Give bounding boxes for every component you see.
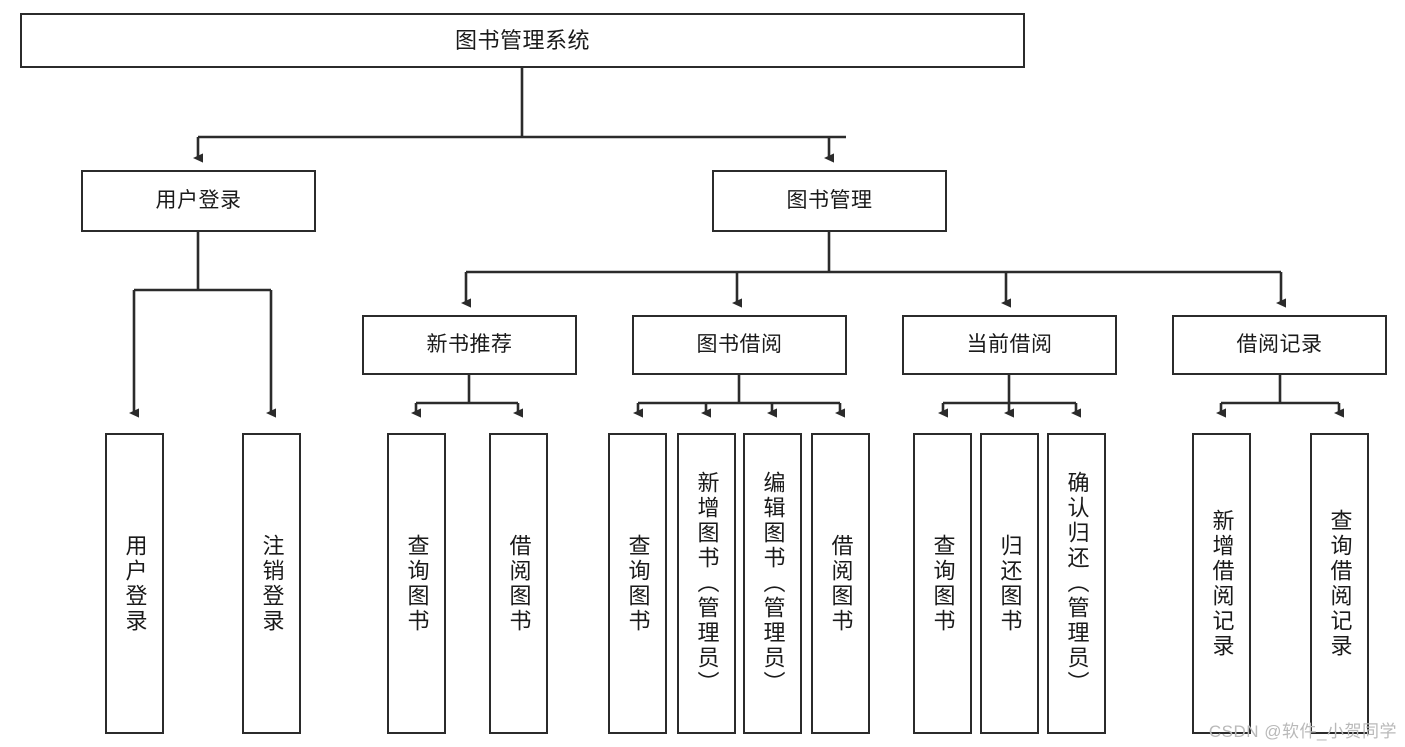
node-label: 新增借阅记录 (1209, 508, 1235, 659)
node-borrow-record[interactable]: 借阅记录 (1172, 315, 1387, 375)
node-label: 确认归还（管理员） (1064, 471, 1090, 696)
node-label: 图书管理 (786, 188, 873, 212)
node-label: 注销登录 (259, 533, 285, 634)
leaf-book-borrow-add-book-admin[interactable]: 新增图书（管理员） (677, 433, 736, 734)
node-label: 新增图书（管理员） (694, 471, 720, 696)
leaf-borrow-record-add-record[interactable]: 新增借阅记录 (1192, 433, 1251, 734)
leaf-current-borrow-confirm-return-admin[interactable]: 确认归还（管理员） (1047, 433, 1106, 734)
node-label: 查询图书 (404, 533, 430, 634)
node-book-borrow[interactable]: 图书借阅 (632, 315, 847, 375)
leaf-new-book-borrow-book[interactable]: 借阅图书 (489, 433, 548, 734)
leaf-current-borrow-query-book[interactable]: 查询图书 (913, 433, 972, 734)
node-label: 查询借阅记录 (1327, 508, 1353, 659)
node-user-login[interactable]: 用户登录 (81, 170, 316, 232)
node-label: 图书管理系统 (454, 27, 590, 53)
node-new-book-recommend[interactable]: 新书推荐 (362, 315, 577, 375)
leaf-borrow-record-query-record[interactable]: 查询借阅记录 (1310, 433, 1369, 734)
leaf-book-borrow-query-book[interactable]: 查询图书 (608, 433, 667, 734)
node-current-borrow[interactable]: 当前借阅 (902, 315, 1117, 375)
leaf-user-login-login[interactable]: 用户登录 (105, 433, 164, 734)
leaf-user-login-logout[interactable]: 注销登录 (242, 433, 301, 734)
node-label: 图书借阅 (696, 332, 783, 356)
node-label: 查询图书 (625, 533, 651, 634)
leaf-book-borrow-borrow-book[interactable]: 借阅图书 (811, 433, 870, 734)
node-label: 用户登录 (122, 533, 148, 634)
node-label: 查询图书 (930, 533, 956, 634)
node-label: 归还图书 (997, 533, 1023, 634)
leaf-new-book-query-book[interactable]: 查询图书 (387, 433, 446, 734)
node-label: 借阅图书 (828, 533, 854, 634)
node-label: 借阅记录 (1236, 332, 1323, 356)
node-root-library-management-system[interactable]: 图书管理系统 (20, 13, 1025, 68)
leaf-book-borrow-edit-book-admin[interactable]: 编辑图书（管理员） (743, 433, 802, 734)
node-label: 用户登录 (155, 188, 242, 212)
node-label: 新书推荐 (426, 332, 513, 356)
node-label: 编辑图书（管理员） (760, 471, 786, 696)
node-label: 当前借阅 (966, 332, 1053, 356)
node-label: 借阅图书 (506, 533, 532, 634)
leaf-current-borrow-return-book[interactable]: 归还图书 (980, 433, 1039, 734)
node-book-management[interactable]: 图书管理 (712, 170, 947, 232)
